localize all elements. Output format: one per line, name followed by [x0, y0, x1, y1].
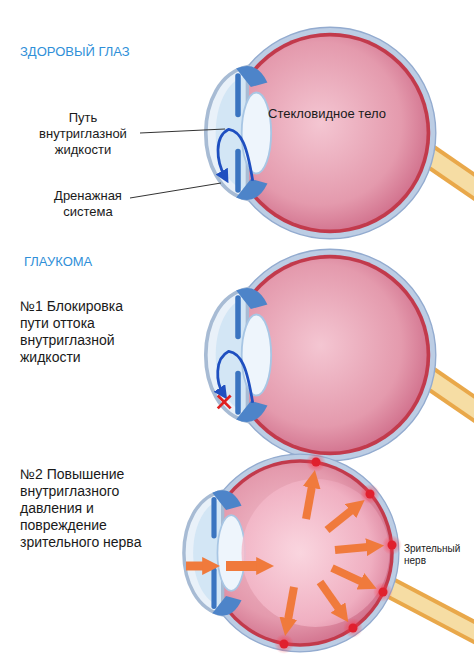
stage-note: №1 Блокировка пути оттока внутриглазной … — [20, 298, 148, 366]
pressure-arrows — [186, 486, 368, 620]
optic-nerve — [385, 585, 474, 636]
part-label: Зрительный нерв — [404, 543, 470, 567]
leader-line — [130, 183, 221, 198]
fluid-path — [218, 129, 253, 181]
fluid-path — [218, 351, 253, 403]
section-heading: ГЛАУКОМА — [24, 254, 164, 270]
block-cross — [218, 395, 231, 408]
damage-dots — [274, 452, 402, 654]
healthy-eye — [206, 27, 436, 239]
section-heading: ЗДОРОВЫЙ ГЛАЗ — [20, 44, 180, 60]
part-label: Дренажная система — [46, 188, 130, 220]
glaucoma-eye — [206, 249, 436, 461]
part-label: Стекловидное тело — [268, 106, 386, 122]
part-label: Путь внутриглазной жидкости — [28, 110, 138, 158]
pressure-eye — [184, 454, 399, 652]
stage-note: №2 Повышение внутриглазного давления и п… — [20, 466, 155, 551]
leader-line — [140, 129, 225, 133]
